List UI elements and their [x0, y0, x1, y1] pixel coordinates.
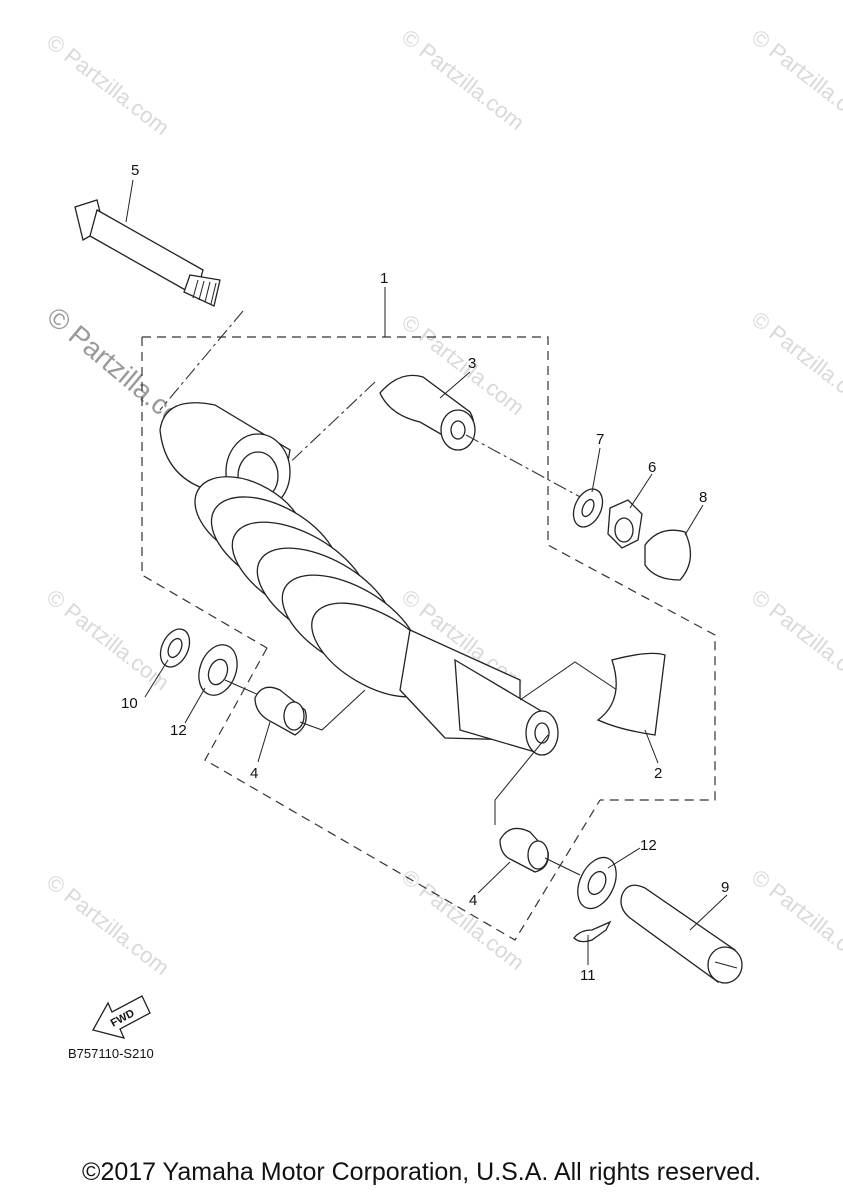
callout-labels: 1 2 3 4 4 5 6 7 8 9 10 11 12 12: [121, 162, 729, 984]
cap: [644, 529, 692, 581]
spacer-2: [596, 652, 666, 736]
callout-9: 9: [721, 879, 729, 896]
washer-7: [572, 488, 604, 528]
lower-collar-left: [254, 686, 307, 736]
watermark: © Partzilla.com: [747, 306, 843, 417]
lower-collar-right: [499, 827, 549, 873]
pivot-pin: [620, 884, 743, 984]
callout-12-left: 12: [170, 722, 187, 739]
callout-1: 1: [380, 270, 388, 287]
watermark: © Partzilla.com: [397, 24, 529, 135]
callout-5: 5: [131, 162, 139, 179]
bushing-12-left: [198, 644, 238, 696]
diagram-code: B757110-S210: [68, 1046, 154, 1061]
copyright-notice: ©2017 Yamaha Motor Corporation, U.S.A. A…: [82, 1158, 761, 1186]
callout-12-right: 12: [640, 837, 657, 854]
watermark: © Partzilla.com: [42, 869, 174, 980]
upper-collar: [379, 374, 476, 451]
callout-2: 2: [654, 765, 662, 782]
callout-6: 6: [648, 459, 656, 476]
callout-4-right: 4: [469, 892, 477, 909]
watermark: © Partzilla.com: [397, 864, 529, 975]
watermark: © Partzilla.com: [747, 864, 843, 975]
watermark-layer: © Partzilla.com © Partzilla.com © Partzi…: [41, 24, 843, 980]
axis-line: [465, 434, 583, 499]
callout-4-left: 4: [250, 765, 258, 782]
watermark: © Partzilla.com: [747, 24, 843, 135]
nut: [607, 499, 643, 549]
callout-3: 3: [468, 355, 476, 372]
watermark: © Partzilla.com: [747, 584, 843, 695]
mounting-bolt: [74, 199, 221, 307]
washer-10: [159, 628, 191, 668]
callout-10: 10: [121, 695, 138, 712]
callout-7: 7: [596, 431, 604, 448]
leader-line: [299, 689, 366, 731]
forward-arrow: FWD: [92, 995, 151, 1039]
assembly-outline: [141, 310, 716, 941]
callout-leaders: [125, 179, 728, 965]
bushing-12-right: [577, 856, 617, 910]
callout-8: 8: [699, 489, 707, 506]
leader-line: [494, 734, 549, 825]
watermark: © Partzilla.com: [42, 584, 174, 695]
leader-line: [519, 661, 633, 701]
axis-line: [544, 857, 581, 876]
cotter-pin: [573, 920, 612, 943]
callout-11: 11: [580, 967, 596, 984]
watermark: © Partzilla.com: [42, 29, 174, 140]
shock-absorber: [159, 402, 559, 756]
